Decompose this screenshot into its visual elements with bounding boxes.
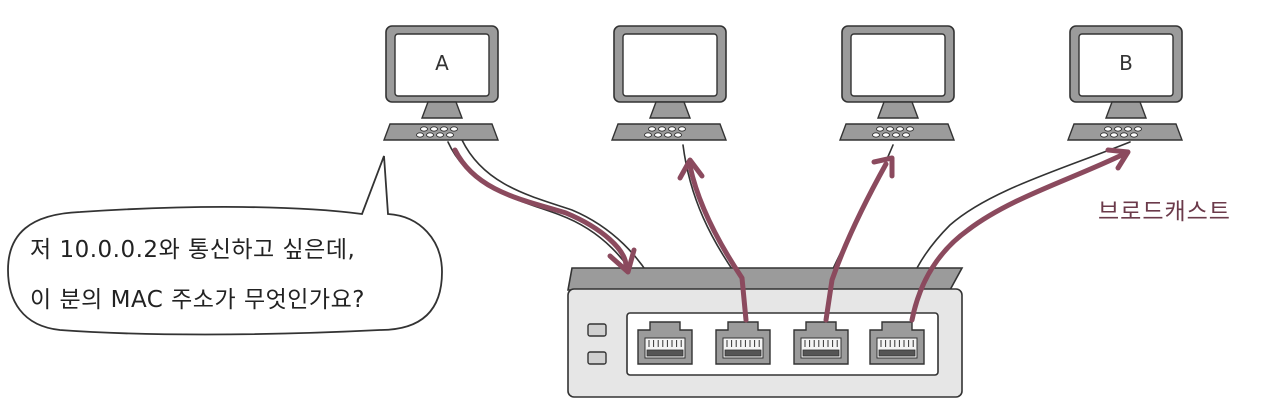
switch-led-2 (587, 351, 607, 365)
monitor-stand (648, 101, 692, 119)
computer-1: A (382, 25, 500, 141)
switch-port-2 (715, 321, 771, 365)
switch-port-4 (869, 321, 925, 365)
computer-label: A (435, 51, 449, 75)
key (1124, 126, 1132, 132)
port-base (878, 349, 916, 357)
port-base (646, 349, 684, 357)
key (450, 126, 458, 132)
broadcast-label: 브로드캐스트 (1098, 199, 1231, 225)
computer-3 (838, 25, 956, 141)
key (896, 126, 904, 132)
port-base (802, 349, 840, 357)
keyboard (1066, 123, 1184, 141)
arrow-to-pc3 (823, 161, 889, 323)
key (906, 126, 914, 132)
keyboard (838, 123, 956, 141)
arrow-from-a (452, 147, 629, 269)
key (416, 132, 424, 138)
speech-bubble (7, 155, 443, 336)
computer-4: B (1066, 25, 1184, 141)
key (674, 132, 682, 138)
key (1104, 126, 1112, 132)
key (436, 132, 444, 138)
computer-label: B (1119, 51, 1133, 75)
arrow-from-a-head (607, 247, 637, 275)
broadcast-arrows (452, 147, 1131, 323)
monitor-stand (1104, 101, 1148, 119)
keyboard (382, 123, 500, 141)
switch (567, 267, 964, 398)
key (420, 126, 428, 132)
monitor-screen (1078, 33, 1174, 97)
monitor-screen (622, 33, 718, 97)
key (446, 132, 454, 138)
key (648, 126, 656, 132)
key (1130, 132, 1138, 138)
key (1134, 126, 1142, 132)
speech-line-1: 저 10.0.0.2와 통신하고 싶은데, (30, 237, 356, 263)
monitor-stand (876, 101, 920, 119)
key (892, 132, 900, 138)
key (426, 132, 434, 138)
key (668, 126, 676, 132)
speech-line-2: 이 분의 MAC 주소가 무엇인가요? (30, 287, 365, 313)
key (882, 132, 890, 138)
monitor-stand (420, 101, 464, 119)
computer-2 (610, 25, 728, 141)
key (644, 132, 652, 138)
key (1110, 132, 1118, 138)
key (440, 126, 448, 132)
key (678, 126, 686, 132)
monitor-screen (850, 33, 946, 97)
keyboard (610, 123, 728, 141)
key (876, 126, 884, 132)
switch-port-3 (793, 321, 849, 365)
key (664, 132, 672, 138)
switch-port-panel (626, 312, 939, 376)
switch-led-1 (587, 323, 607, 337)
arrow-to-pc2 (687, 163, 749, 323)
arrow-to-pc2-head (677, 157, 705, 181)
arrow-to-pc-b (909, 151, 1127, 323)
arrow-to-pc-b-head (1105, 147, 1131, 171)
key (1100, 132, 1108, 138)
key (886, 126, 894, 132)
key (872, 132, 880, 138)
switch-port-1 (637, 321, 693, 365)
key (902, 132, 910, 138)
key (1120, 132, 1128, 138)
key (654, 132, 662, 138)
monitor-screen (394, 33, 490, 97)
key (1114, 126, 1122, 132)
port-base (724, 349, 762, 357)
arrow-to-pc3-head (871, 155, 895, 179)
key (658, 126, 666, 132)
key (430, 126, 438, 132)
